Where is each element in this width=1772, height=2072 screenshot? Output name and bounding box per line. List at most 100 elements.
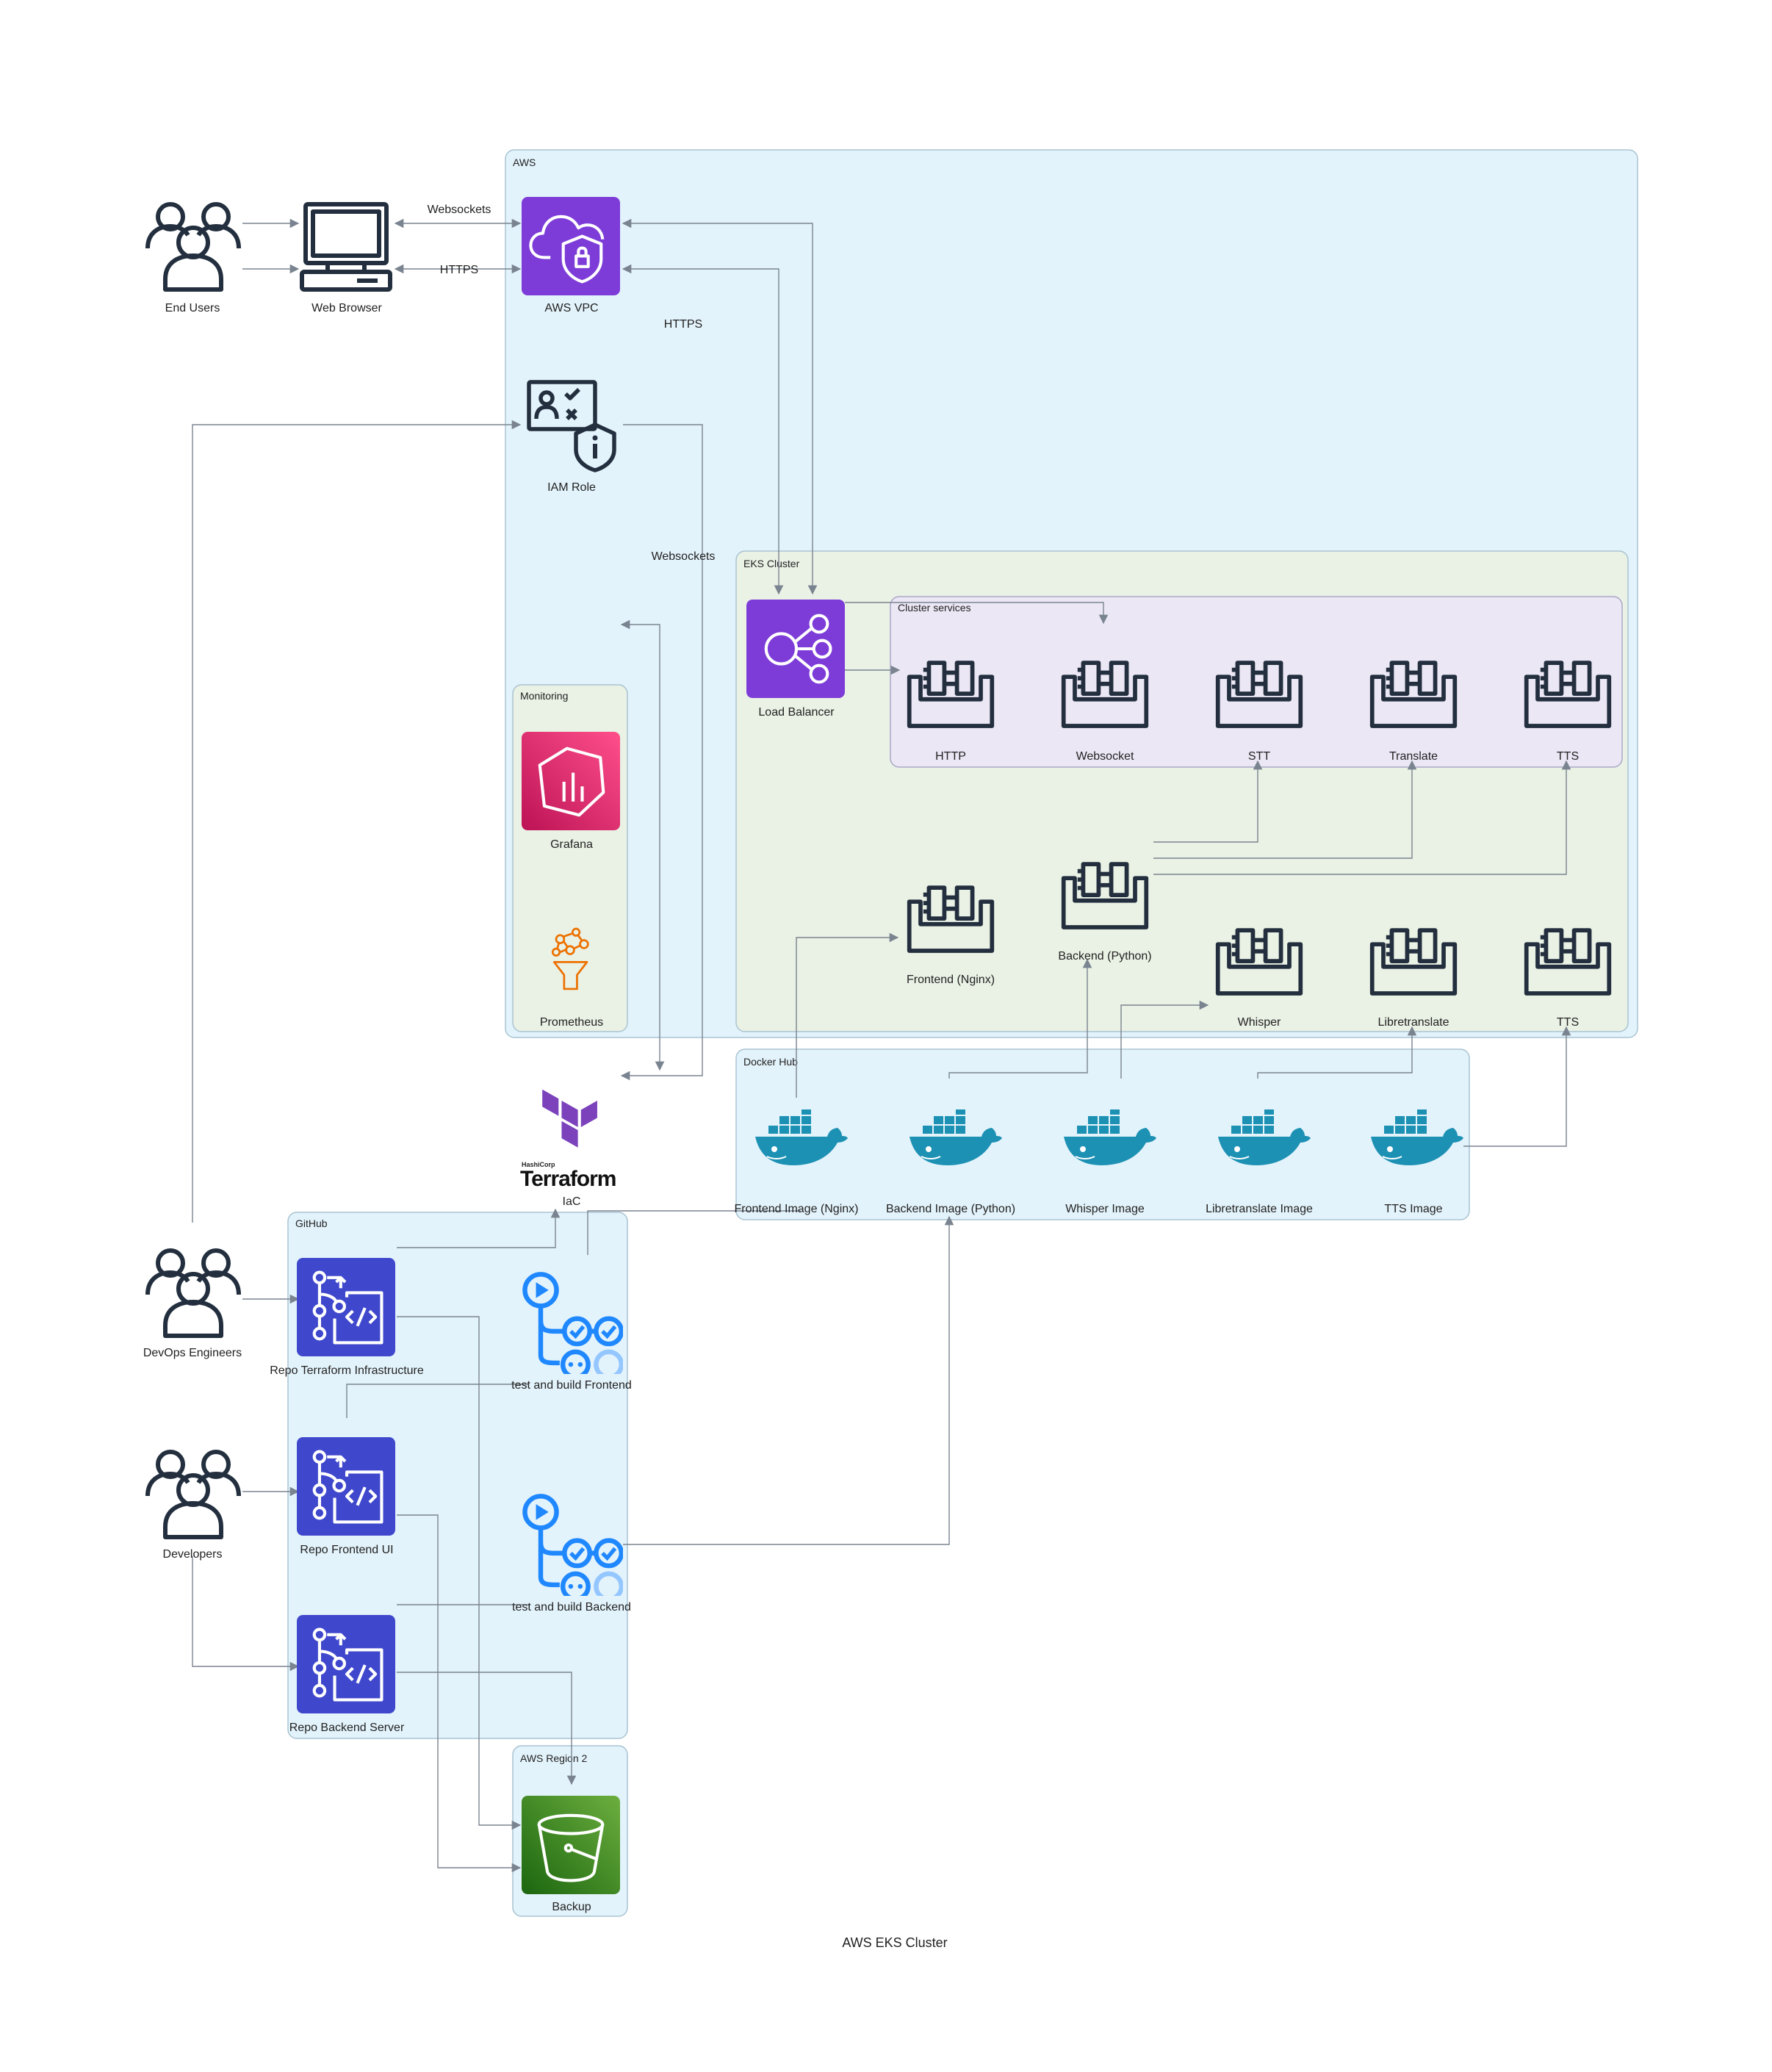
node-iac: HashiCorp Terraform IaC	[520, 1089, 616, 1208]
edge-devops-iam	[192, 420, 522, 1223]
users-icon	[148, 1251, 239, 1336]
s3-bucket-icon	[522, 1796, 620, 1894]
node-img-frontend: Frontend Image (Nginx)	[735, 1109, 859, 1215]
node-label: End Users	[165, 302, 220, 314]
node-ci-backend: test and build Backend	[512, 1496, 631, 1614]
node-label: Backend Image (Python)	[886, 1203, 1015, 1215]
node-label: Whisper Image	[1065, 1203, 1145, 1215]
node-svc-http: HTTP	[910, 663, 993, 763]
node-svc-stt: STT	[1218, 663, 1301, 763]
diagram-caption: AWS EKS Cluster	[842, 1935, 947, 1950]
node-svc-websocket: Websocket	[1064, 663, 1147, 763]
node-label: Repo Terraform Infrastructure	[270, 1364, 424, 1377]
group-docker-hub-label: Docker Hub	[743, 1056, 798, 1068]
node-label: Libretranslate Image	[1206, 1203, 1313, 1215]
node-img-tts: TTS Image	[1370, 1109, 1463, 1215]
node-label: Load Balancer	[758, 706, 835, 719]
node-repo-backend: Repo Backend Server	[289, 1615, 405, 1734]
node-label: Websocket	[1076, 750, 1134, 763]
node-developers: Developers	[148, 1452, 239, 1561]
terraform-logo-word: Terraform	[520, 1167, 616, 1191]
edge-imglibre-libre	[1257, 1026, 1417, 1079]
edge-repofe-cife	[346, 1384, 529, 1418]
desktop-icon	[302, 204, 390, 289]
grafana-icon	[522, 732, 620, 830]
node-web-browser: Web Browser	[302, 204, 390, 314]
group-monitoring-label: Monitoring	[520, 690, 568, 702]
edge-label-websockets-top: Websockets	[428, 204, 491, 216]
node-label: Backend (Python)	[1058, 950, 1151, 963]
vpc-icon	[522, 197, 620, 295]
node-load-balancer: Load Balancer	[746, 600, 845, 719]
edge-imgfe-frontend	[796, 932, 899, 1098]
group-eks-label: EKS Cluster	[743, 558, 800, 569]
node-label: TTS	[1557, 750, 1579, 763]
group-docker-hub	[735, 1048, 1470, 1220]
node-ci-frontend: test and build Frontend	[511, 1274, 632, 1392]
edge-imgbe-backend	[948, 958, 1092, 1079]
node-iam-role: IAM Role	[529, 382, 614, 494]
load-balancer-icon	[746, 600, 845, 698]
node-backup: Backup	[522, 1796, 620, 1913]
edge-repotf-backup	[397, 1316, 522, 1830]
edge-repobe-backup	[397, 1672, 577, 1785]
node-prometheus: Prometheus	[540, 927, 603, 1029]
edge-backend-translate	[1153, 760, 1417, 859]
repo-icon	[297, 1615, 395, 1713]
edge-iam-loop	[620, 424, 703, 1081]
node-grafana: Grafana	[522, 732, 620, 851]
edge-label-websockets-iam: Websockets	[652, 550, 716, 563]
node-label: AWS VPC	[544, 302, 598, 314]
terraform-logo-small: HashiCorp	[522, 1161, 555, 1168]
node-label: Grafana	[550, 838, 593, 851]
edge-repofe-backup	[397, 1514, 522, 1873]
group-aws-region2-label: AWS Region 2	[520, 1752, 588, 1764]
node-label: Frontend Image (Nginx)	[735, 1203, 859, 1215]
node-backend: Backend (Python)	[1058, 864, 1152, 963]
node-img-libretranslate: Libretranslate Image	[1206, 1109, 1313, 1215]
node-label: IaC	[563, 1195, 581, 1208]
edge-devs-repobe	[192, 1556, 300, 1672]
node-label: STT	[1248, 750, 1270, 763]
node-libretranslate: Libretranslate	[1372, 930, 1455, 1029]
users-icon	[148, 1452, 239, 1537]
node-aws-vpc: AWS VPC	[522, 197, 620, 314]
node-label: TTS Image	[1384, 1203, 1442, 1215]
edge-lb-websocket	[845, 602, 1109, 625]
node-label: Backup	[552, 1901, 591, 1913]
terraform-icon	[542, 1089, 597, 1148]
node-label: HTTP	[935, 750, 966, 763]
node-svc-tts: TTS	[1527, 663, 1610, 763]
node-label: Libretranslate	[1378, 1016, 1449, 1029]
edge-vpc-lb-ws	[622, 218, 818, 595]
node-end-users: End Users	[148, 204, 239, 314]
node-label: Repo Frontend UI	[300, 1544, 393, 1556]
edge-imgtts-tts	[1463, 1026, 1571, 1147]
repo-icon	[297, 1437, 395, 1536]
node-label: Developers	[163, 1548, 223, 1561]
node-repo-frontend: Repo Frontend UI	[297, 1437, 395, 1556]
edge-cife-dockerhub	[587, 1210, 801, 1255]
node-tts: TTS	[1527, 930, 1610, 1029]
node-label: test and build Backend	[512, 1601, 631, 1614]
edge-repotf-iac	[397, 1208, 561, 1248]
node-label: Frontend (Nginx)	[907, 974, 995, 986]
edge-monitoring-up	[620, 619, 665, 1071]
group-aws-label: AWS	[513, 157, 536, 168]
node-label: test and build Frontend	[511, 1379, 632, 1392]
node-whisper: Whisper	[1218, 930, 1301, 1029]
node-label: TTS	[1557, 1016, 1579, 1029]
node-label: IAM Role	[547, 481, 596, 494]
node-devops-engineers: DevOps Engineers	[143, 1251, 242, 1359]
edge-imgwhisper-whisper	[1120, 1000, 1209, 1079]
node-repo-terraform: Repo Terraform Infrastructure	[270, 1258, 424, 1377]
edge-label-https-top: HTTPS	[440, 264, 478, 276]
node-img-backend: Backend Image (Python)	[886, 1109, 1015, 1215]
node-label: Translate	[1389, 750, 1438, 763]
edge-backend-tts	[1153, 760, 1571, 875]
node-img-whisper: Whisper Image	[1063, 1109, 1156, 1215]
node-label: Web Browser	[311, 302, 382, 314]
edges	[192, 218, 1571, 1873]
node-label: Whisper	[1238, 1016, 1281, 1029]
